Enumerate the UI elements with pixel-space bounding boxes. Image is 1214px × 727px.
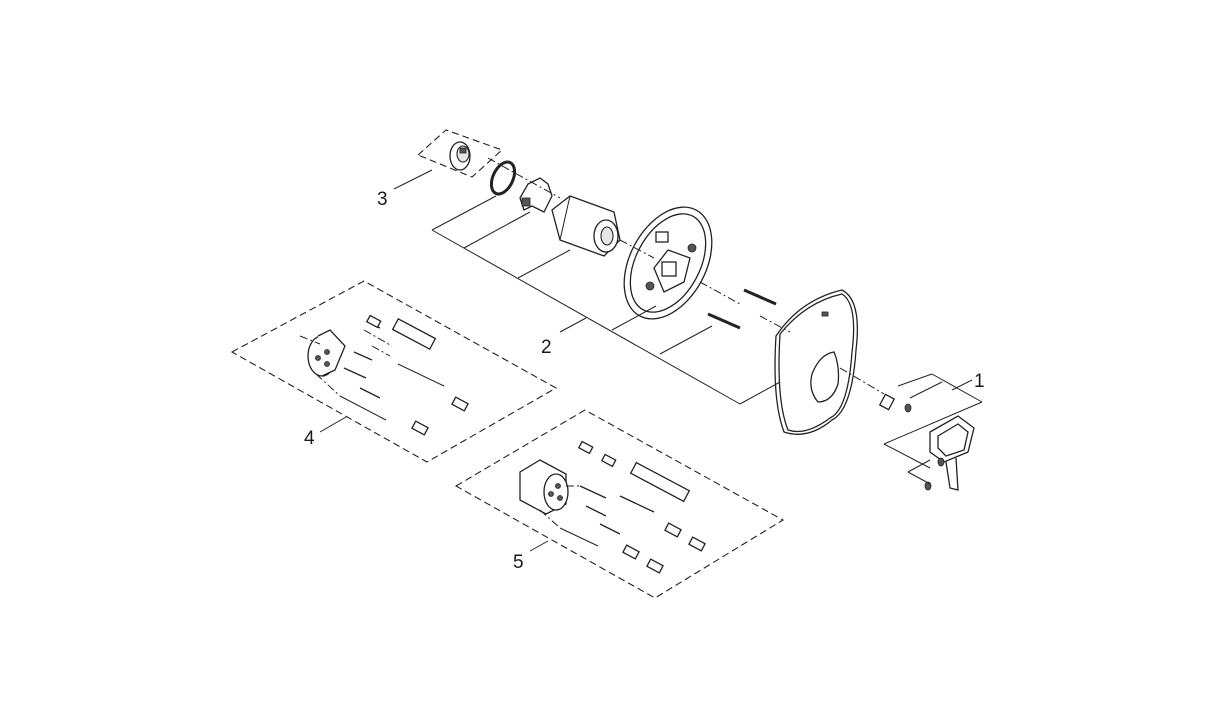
callout-2-leader (559, 317, 587, 333)
o-ring (489, 160, 517, 196)
retaining-ring (519, 177, 553, 213)
mounting-plate (623, 206, 713, 320)
callout-5-leader (529, 540, 549, 552)
cartridge-boundary (416, 129, 504, 178)
callout-1-leader (951, 379, 973, 391)
callout-1-label: 1 (974, 371, 985, 392)
callout-5-label: 5 (513, 552, 524, 573)
assembly-lines: 2 (431, 157, 885, 405)
lever-handle (924, 415, 975, 491)
callout-4-leader (319, 416, 347, 433)
handle-group-lines: 1 (883, 371, 985, 485)
kit-4-group: 4 (230, 280, 558, 463)
kit-5-boundary (454, 409, 785, 599)
kit-5-cartridge (519, 459, 569, 515)
cartridge-group: 3 (377, 129, 504, 210)
adapter (878, 393, 896, 411)
long-screws (707, 288, 777, 330)
callout-2-label: 2 (541, 337, 552, 358)
kit-5-screws (539, 440, 706, 574)
kit-4-screws (299, 314, 469, 436)
callout-3-label: 3 (377, 189, 388, 210)
escutcheon (774, 289, 859, 435)
sleeve (551, 195, 621, 257)
callout-3-leader (393, 169, 433, 190)
set-screw (904, 403, 912, 413)
kit-5-group: 5 (454, 409, 785, 599)
callout-4-label: 4 (304, 428, 315, 449)
kit-4-boundary (230, 280, 558, 463)
cartridge (449, 141, 471, 171)
kit-4-cartridge (307, 329, 346, 377)
